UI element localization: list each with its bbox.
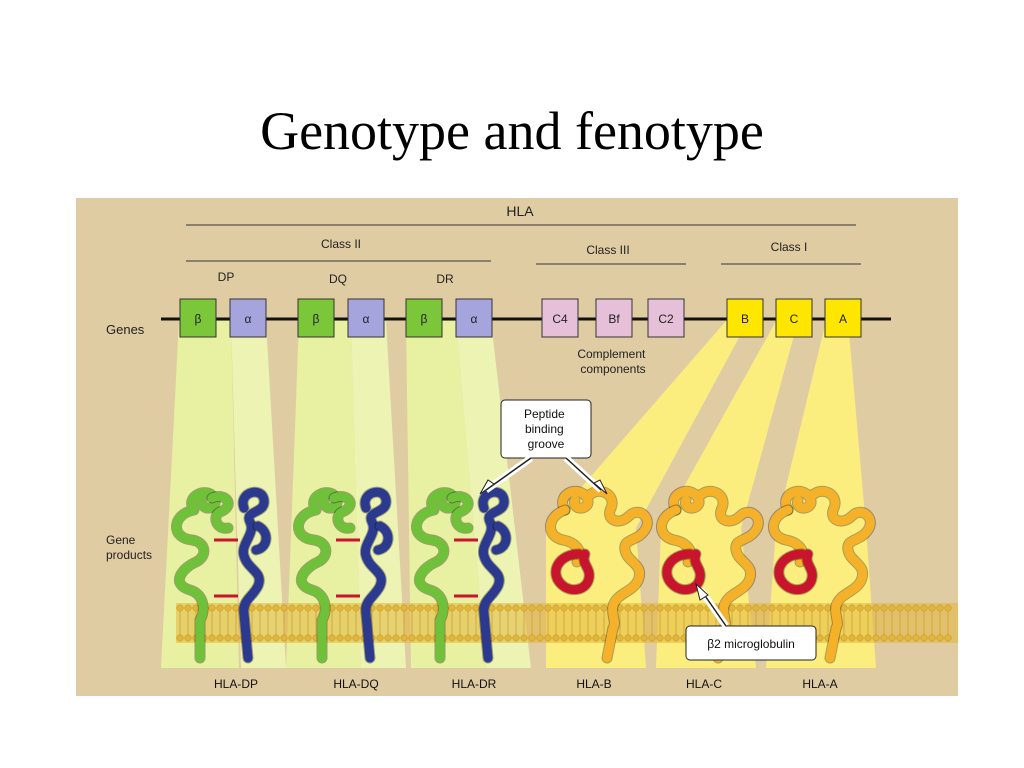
hla-dr-molecule xyxy=(411,486,512,664)
class-i-gene-box: A xyxy=(824,298,862,338)
class-ii-gene-box: β xyxy=(179,298,217,338)
genes-row-label: Genes xyxy=(106,322,145,337)
hla-gene-diagram: HLA Class II Class III Class I DP DQ DR … xyxy=(76,198,958,696)
peptide-groove-text: Peptide binding groove xyxy=(524,407,568,451)
gene-box-label: α xyxy=(363,312,370,326)
peptide-groove-callout: Peptide binding groove xyxy=(479,399,608,495)
product-label: HLA-DQ xyxy=(333,677,378,691)
class-iii-gene-box: C2 xyxy=(647,298,685,338)
product-label: HLA-DP xyxy=(214,677,258,691)
cell-membrane xyxy=(176,603,958,643)
product-label: HLA-C xyxy=(686,677,722,691)
gene-box-label: β xyxy=(313,312,320,326)
gene-box-label: C xyxy=(790,312,799,326)
class-ii-gene-box: α xyxy=(455,298,493,338)
class-i-gene-box: B xyxy=(726,298,764,338)
gene-box-label: A xyxy=(839,312,847,326)
class-iii-label: Class III xyxy=(586,243,629,257)
gene-products-label: Gene products xyxy=(106,533,152,562)
slide-title: Genotype and fenotype xyxy=(260,101,764,161)
hla-c-molecule xyxy=(656,485,764,664)
hla-b-molecule xyxy=(545,485,653,664)
class-i-gene-box: C xyxy=(775,298,813,338)
hla-label: HLA xyxy=(506,203,534,219)
gene-boxes: β α β α β α C4 Bf C2 B C A xyxy=(179,298,862,338)
product-label: HLA-DR xyxy=(452,677,497,691)
dr-label: DR xyxy=(436,272,454,286)
gene-box-label: β xyxy=(195,312,202,326)
gene-box-label: B xyxy=(741,312,749,326)
gene-product-molecules xyxy=(171,485,876,664)
b2m-text: β2 microglobulin xyxy=(707,637,795,651)
gene-box-label: β xyxy=(421,312,428,326)
product-label: HLA-A xyxy=(802,677,837,691)
b2m-callout: β2 microglobulin xyxy=(685,582,817,661)
class-ii-gene-box: α xyxy=(229,298,267,338)
class-ii-label: Class II xyxy=(321,237,361,251)
gene-box-label: α xyxy=(471,312,478,326)
gene-box-label: α xyxy=(245,312,252,326)
hla-dq-molecule xyxy=(293,486,394,664)
class-ii-gene-box: β xyxy=(405,298,443,338)
hla-a-molecule xyxy=(768,485,876,664)
class-i-beams xyxy=(546,321,876,668)
gene-box-label: C2 xyxy=(658,312,674,326)
class-iii-gene-box: Bf xyxy=(595,298,633,338)
class-ii-gene-box: α xyxy=(347,298,385,338)
class-i-label: Class I xyxy=(771,240,808,254)
gene-box-label: Bf xyxy=(608,312,620,326)
product-labels: HLA-DP HLA-DQ HLA-DR HLA-B HLA-C HLA-A xyxy=(214,677,838,691)
class-iii-gene-box: C4 xyxy=(541,298,579,338)
product-label: HLA-B xyxy=(576,677,611,691)
dp-label: DP xyxy=(218,270,235,284)
gene-box-label: C4 xyxy=(552,312,568,326)
class-ii-gene-box: β xyxy=(297,298,335,338)
dq-label: DQ xyxy=(329,272,347,286)
hla-dp-molecule xyxy=(171,486,272,664)
complement-caption: Complement components xyxy=(577,347,648,376)
